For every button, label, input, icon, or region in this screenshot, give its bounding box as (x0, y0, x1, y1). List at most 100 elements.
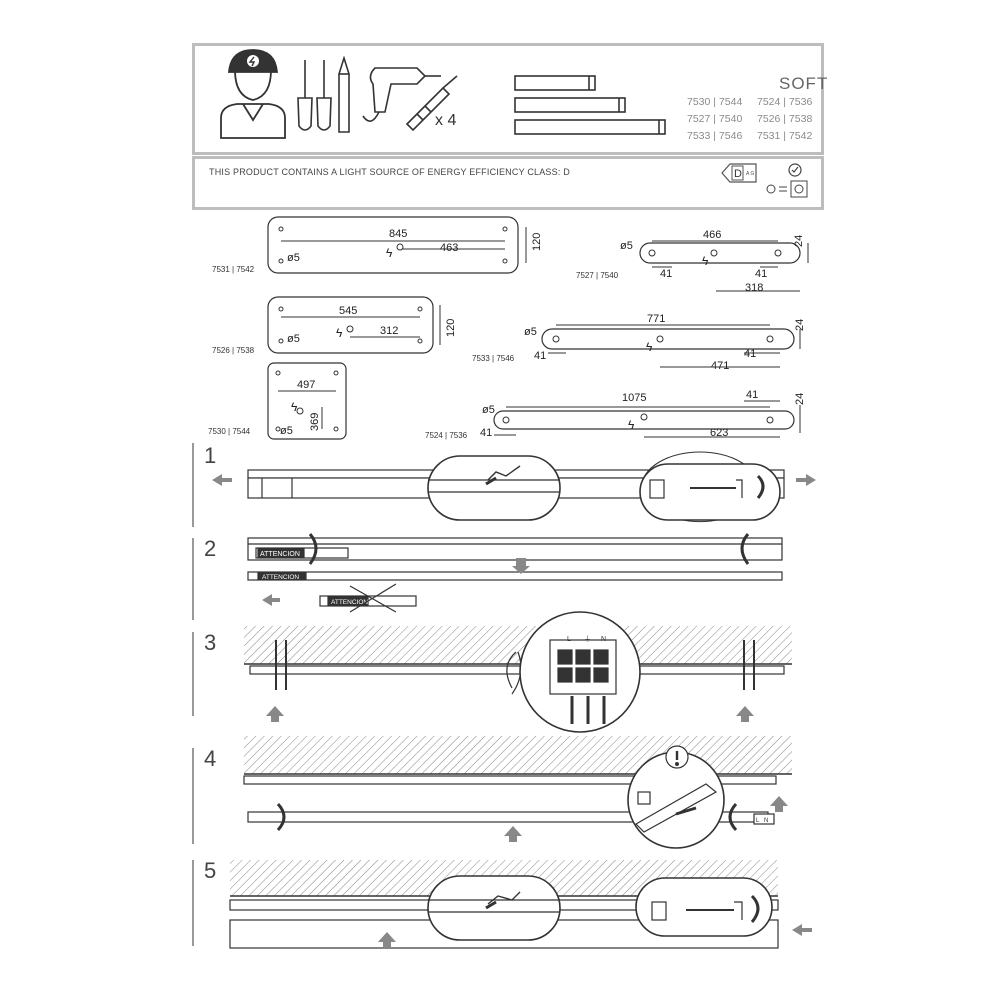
cable-entry-icon: ϟ (336, 326, 343, 340)
dim-cable-offset: 463 (440, 242, 458, 254)
cable-entry-icon: ϟ (646, 340, 653, 354)
step-1-number: 1 (204, 443, 217, 468)
dim-end-right: 41 (755, 268, 767, 280)
dim-depth: 120 (531, 233, 543, 251)
terminal-label-neutral: N (764, 818, 768, 824)
wall-plug-icon (405, 75, 458, 132)
energy-label-icon: D A G (721, 163, 757, 183)
template-7526-7538: ϟ 545 312 ø5 120 7526 | 7538 (212, 296, 457, 355)
step-5-illustration (229, 860, 812, 949)
dim-end-right: 41 (746, 389, 758, 401)
step-1-bar (192, 443, 194, 527)
screwdriver-phillips-icon (316, 60, 332, 131)
template-models: 7526 | 7538 (212, 346, 255, 355)
model-codes-row-1-right: 7524 | 7536 (757, 96, 813, 108)
luminaire-profile-icons (514, 75, 666, 135)
dim-depth: 24 (793, 235, 805, 247)
dim-holes-distance: 545 (339, 305, 357, 317)
template-7524-7536: ϟ 1075 41 41 623 ø5 24 7524 | 7536 (425, 389, 806, 440)
dim-cable-offset: 318 (745, 282, 763, 294)
step-2-number: 2 (204, 536, 217, 561)
energy-scale: A G (746, 171, 754, 177)
step-4-number: 4 (204, 746, 217, 771)
dim-depth: 24 (794, 393, 806, 405)
dim-hole-diameter: ø5 (524, 326, 537, 338)
terminal-label-neutral: N (601, 636, 606, 643)
step-4-illustration: L N (243, 736, 792, 849)
dim-end-left: 41 (534, 350, 546, 362)
push-left-arrow-icon (792, 924, 812, 936)
up-arrow-icon (770, 796, 788, 812)
dim-cable-offset: 312 (380, 325, 398, 337)
pull-left-arrow-icon (262, 594, 280, 606)
cable-entry-icon: ϟ (291, 400, 298, 414)
tube-warning-label-top: ATTENCION (260, 551, 300, 558)
dim-holes-distance: 771 (647, 313, 665, 325)
pull-left-arrow-icon (212, 474, 232, 486)
tools-illustration (220, 49, 666, 139)
pull-right-arrow-icon (796, 474, 816, 486)
energy-notice-box: THIS PRODUCT CONTAINS A LIGHT SOURCE OF … (192, 156, 824, 210)
model-codes-row-3-left: 7533 | 7546 (687, 130, 743, 142)
energy-notice: THIS PRODUCT CONTAINS A LIGHT SOURCE OF … (209, 167, 570, 177)
dim-depth: 120 (445, 319, 457, 337)
dim-holes-distance: 845 (389, 228, 407, 240)
step-1-illustration (212, 451, 816, 523)
tools-header-box: x 4 SOFT 7530 | 7544 7524 | 7536 7527 | … (192, 43, 827, 155)
dim-hole-diameter: ø5 (287, 333, 300, 345)
template-7531-7542: ϟ 845 463 ø5 120 7531 | 7542 (212, 216, 543, 274)
dim-cable-offset: 623 (710, 427, 728, 439)
template-7533-7546: ϟ 771 41 41 471 ø5 24 7533 | 7546 (472, 313, 806, 372)
up-arrow-icon (504, 826, 522, 842)
template-models: 7533 | 7546 (472, 354, 515, 363)
template-models: 7527 | 7540 (576, 271, 619, 280)
dim-end-left: 41 (480, 427, 492, 439)
cable-entry-icon: ϟ (628, 418, 635, 432)
model-codes-row-2-left: 7527 | 7540 (687, 113, 743, 125)
down-arrow-icon (512, 558, 530, 574)
up-arrow-icon (736, 706, 754, 722)
dim-hole-diameter: ø5 (280, 425, 293, 437)
dim-end-right: 41 (744, 348, 756, 360)
step-4-bar (192, 748, 194, 844)
light-source-replaceable-icon (766, 163, 808, 198)
terminal-label-earth: ⏚ (584, 635, 591, 643)
dim-end-left: 41 (660, 268, 672, 280)
drill-icon (362, 67, 441, 122)
dim-hole-diameter: ø5 (482, 404, 495, 416)
dim-holes-distance: 466 (703, 229, 721, 241)
step-2-bar (192, 538, 194, 620)
tube-warning-label-wrong: ATTENCION (331, 599, 368, 606)
template-7530-7544: ϟ 497 369 ø5 7530 | 7544 (208, 362, 347, 440)
step-illustrations: ATTENCION ATTENCION ATTENCION L ⏚ N (212, 451, 816, 949)
step-5-number: 5 (204, 858, 217, 883)
dim-holes-distance: 1075 (622, 392, 646, 404)
dim-hole-diameter: ø5 (620, 240, 633, 252)
step-3-number: 3 (204, 630, 217, 655)
up-arrow-icon (378, 932, 396, 948)
step-5-bar (192, 860, 194, 946)
template-models: 7524 | 7536 (425, 431, 468, 440)
model-title: SOFT (779, 74, 829, 93)
step-3-bar (192, 632, 194, 716)
dim-depth: 24 (794, 319, 806, 331)
terminal-label-live: L (756, 818, 760, 824)
installer-icon (220, 49, 286, 139)
cable-entry-icon: ϟ (386, 246, 393, 260)
dim-cable-offset: 471 (711, 360, 729, 372)
dim-hole-diameter: ø5 (287, 252, 300, 264)
model-codes-row-3-right: 7531 | 7542 (757, 130, 813, 142)
screw-quantity: x 4 (435, 112, 457, 129)
pencil-icon (338, 55, 350, 133)
energy-class-letter: D (734, 168, 742, 180)
screwdriver-flat-icon (297, 60, 313, 131)
template-models: 7530 | 7544 (208, 427, 251, 436)
model-codes-row-2-right: 7526 | 7538 (757, 113, 813, 125)
terminal-label-live: L (567, 636, 571, 643)
up-arrow-icon (266, 706, 284, 722)
tube-warning-label: ATTENCION (262, 574, 299, 581)
step-3-illustration: L ⏚ N (244, 611, 792, 733)
template-models: 7531 | 7542 (212, 265, 255, 274)
template-7527-7540: ϟ 466 41 41 318 ø5 24 7527 | 7540 (576, 229, 809, 294)
step-2-illustration: ATTENCION ATTENCION ATTENCION (247, 533, 783, 613)
